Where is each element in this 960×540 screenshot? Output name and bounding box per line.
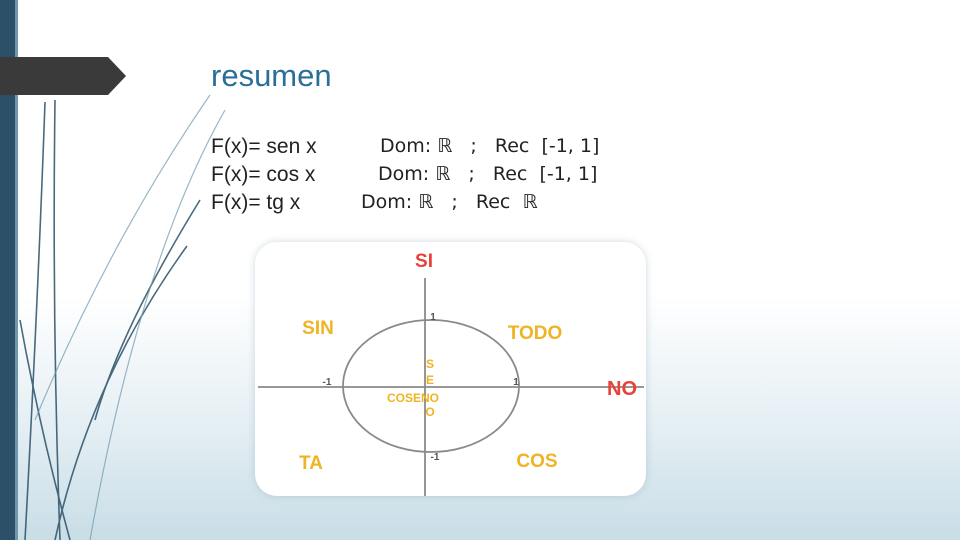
tick-bottom: -1 xyxy=(431,452,440,463)
seno-letter-e: E xyxy=(426,373,434,387)
tick-left: -1 xyxy=(323,377,332,388)
label-no: NO xyxy=(607,378,637,400)
function-info-sen: Dom: ℝ ; Rec [-1, 1] xyxy=(380,135,599,157)
label-cos: COS xyxy=(516,451,557,472)
label-todo: TODO xyxy=(508,323,563,344)
label-ta: TA xyxy=(299,453,323,474)
slide-title: resumen xyxy=(211,58,332,94)
function-info-cos: Dom: ℝ ; Rec [-1, 1] xyxy=(378,163,597,185)
seno-letter-s: S xyxy=(426,357,434,371)
label-sin: SIN xyxy=(302,318,334,339)
function-label-cos: F(x)= cos x xyxy=(211,163,315,187)
label-si: SI xyxy=(415,251,433,272)
function-label-sen: F(x)= sen x xyxy=(211,135,317,159)
seno-letter-o: O xyxy=(425,405,434,419)
tick-top: 1 xyxy=(430,312,436,323)
tick-right: 1 xyxy=(513,377,519,388)
unit-circle-diagram: SI NO TODO SIN TA COS 1 -1 -1 1 S E COSE… xyxy=(255,242,646,496)
function-info-tg: Dom: ℝ ; Rec ℝ xyxy=(361,191,538,213)
coseno-word: COSENO xyxy=(387,391,439,405)
function-label-tg: F(x)= tg x xyxy=(211,191,300,215)
